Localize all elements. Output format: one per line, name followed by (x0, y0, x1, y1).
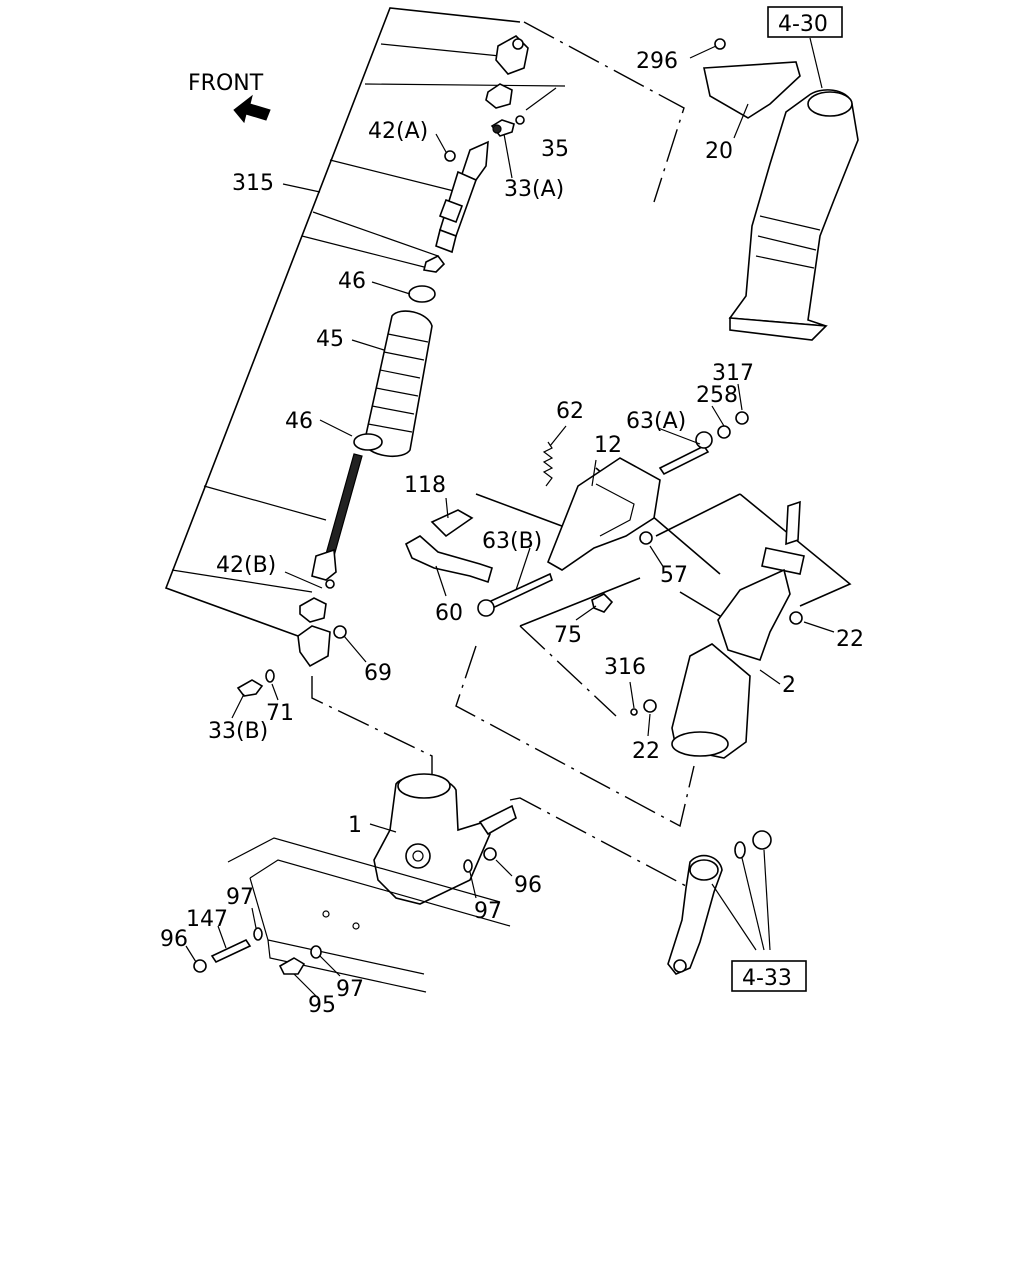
lower-shaft[interactable] (311, 453, 363, 581)
callout-71: 71 (266, 701, 294, 726)
callout-97-left: 97 (226, 885, 254, 910)
bolt-33b[interactable] (236, 679, 264, 697)
callout-20: 20 (705, 139, 733, 164)
steering-gearbox-1[interactable] (373, 773, 517, 905)
callout-33b: 33(B) (208, 719, 268, 744)
dust-boot-45[interactable] (363, 310, 433, 457)
callout-118: 118 (404, 473, 446, 498)
lower-yoke[interactable] (297, 625, 331, 668)
upper-yoke[interactable] (495, 35, 529, 75)
callout-22-lower: 22 (632, 739, 660, 764)
clip-316[interactable] (630, 708, 638, 716)
clamp-46-lower[interactable] (353, 433, 383, 451)
callout-317: 317 (712, 361, 754, 386)
callout-45: 45 (316, 327, 344, 352)
routing-line-lever (519, 625, 617, 717)
arm-leaders (711, 849, 771, 951)
callout-75: 75 (554, 623, 582, 648)
callout-2: 2 (782, 673, 796, 698)
clip-35[interactable] (515, 115, 525, 125)
reference-box-4-33[interactable]: 4-33 (731, 960, 807, 992)
column-housing[interactable] (728, 89, 859, 341)
washer-71[interactable] (265, 669, 275, 683)
spring-62[interactable] (542, 441, 554, 487)
nut-258[interactable] (717, 425, 731, 439)
callout-33a: 33(A) (504, 177, 564, 202)
callout-1: 1 (348, 813, 362, 838)
callout-leaders (185, 37, 835, 997)
frame-rail (227, 837, 511, 993)
callout-42a: 42(A) (368, 119, 428, 144)
column-bracket-outline (475, 467, 852, 627)
pitman-arm[interactable] (667, 854, 723, 975)
callout-315: 315 (232, 171, 274, 196)
callout-57: 57 (660, 563, 688, 588)
nut-22-right[interactable] (789, 611, 803, 625)
washer-97-right[interactable] (463, 859, 473, 873)
callout-46-lower: 46 (285, 409, 313, 434)
bolt-42a[interactable] (444, 150, 456, 162)
callout-296: 296 (636, 49, 678, 74)
bracket-12[interactable] (547, 457, 661, 571)
lower-spider-joint[interactable] (299, 597, 327, 623)
washer-97-left[interactable] (253, 927, 263, 941)
callout-95: 95 (308, 993, 336, 1018)
callout-46-upper: 46 (338, 269, 366, 294)
bracket-leaders (171, 43, 566, 593)
callout-labels: 296 20 35 33(A) 42(A) 315 46 45 46 42(B)… (160, 49, 864, 1018)
callout-97-right: 97 (474, 899, 502, 924)
reference-box-4-30[interactable]: 4-30 (767, 6, 843, 38)
svg-text:4-33: 4-33 (742, 966, 792, 991)
callout-35: 35 (541, 137, 569, 162)
routing-line-column (455, 645, 695, 828)
callout-42b: 42(B) (216, 553, 276, 578)
bolt-75[interactable] (591, 593, 614, 613)
front-arrow-icon (233, 94, 271, 124)
lever-60[interactable] (404, 535, 493, 584)
callout-69: 69 (364, 661, 392, 686)
bolt-42b[interactable] (325, 579, 335, 589)
nut-317[interactable] (735, 411, 749, 425)
routing-line-gearbox (311, 676, 433, 776)
bolt-95[interactable] (278, 957, 306, 975)
shaft-group-bracket (164, 7, 521, 637)
svg-text:4-30: 4-30 (778, 12, 828, 37)
callout-22-right: 22 (836, 627, 864, 652)
bolt-147[interactable] (210, 938, 252, 964)
screw-296[interactable] (714, 38, 726, 50)
callout-62: 62 (556, 399, 584, 424)
callout-258: 258 (696, 383, 738, 408)
nut-upper[interactable] (423, 254, 446, 273)
nut-96-left[interactable] (193, 959, 207, 973)
column-cover-20[interactable] (703, 61, 801, 119)
callout-63a: 63(A) (626, 409, 686, 434)
washer-97-lower[interactable] (310, 945, 322, 959)
washer-arm[interactable] (734, 841, 746, 859)
callout-12: 12 (594, 433, 622, 458)
nut-96-right[interactable] (483, 847, 497, 861)
bolt-63b[interactable] (477, 572, 553, 617)
intermediate-shaft-315[interactable] (435, 140, 489, 254)
routing-line-arm (509, 797, 687, 887)
front-label: FRONT (188, 71, 264, 96)
nut-arm[interactable] (752, 830, 772, 850)
callout-60: 60 (435, 601, 463, 626)
nut-22-lower[interactable] (643, 699, 657, 713)
callout-147: 147 (186, 907, 228, 932)
steering-column-2[interactable] (671, 500, 805, 759)
sleeve-118[interactable] (430, 509, 474, 538)
upper-spider-joint[interactable] (485, 83, 513, 109)
callout-316: 316 (604, 655, 646, 680)
callout-97-lower: 97 (336, 977, 364, 1002)
clamp-46-upper[interactable] (408, 285, 436, 303)
callout-96-right: 96 (514, 873, 542, 898)
routing-line-upper (523, 21, 685, 203)
callout-96-left: 96 (160, 927, 188, 952)
bolt-33a[interactable] (490, 119, 515, 137)
callout-63b: 63(B) (482, 529, 542, 554)
nut-69[interactable] (333, 625, 347, 639)
nut-57[interactable] (639, 531, 653, 545)
